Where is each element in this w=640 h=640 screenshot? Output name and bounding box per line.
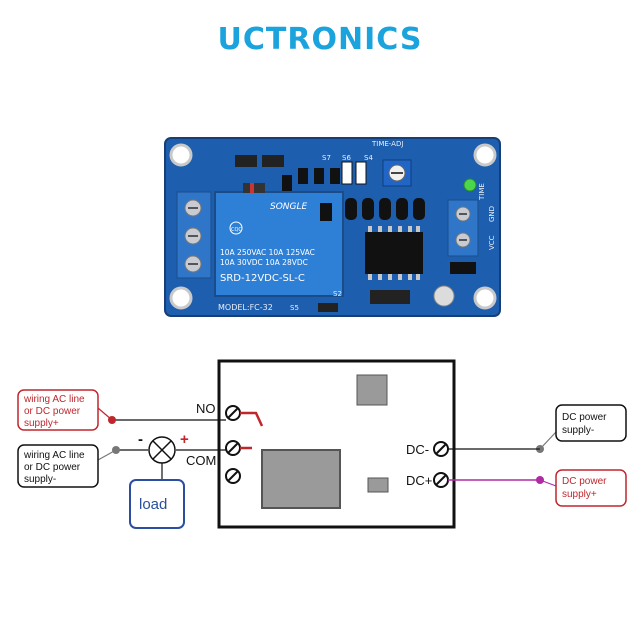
status-led bbox=[463, 178, 477, 192]
model-label: MODEL:FC-32 bbox=[218, 303, 273, 312]
jumper-block bbox=[235, 155, 257, 167]
svg-text:CQC: CQC bbox=[231, 227, 242, 233]
svg-text:S2: S2 bbox=[333, 290, 342, 298]
mount-hole bbox=[169, 143, 193, 167]
relay-brand: SONGLE bbox=[270, 202, 308, 212]
svg-text:S5: S5 bbox=[290, 304, 299, 312]
relay-rating-2: 10A 30VDC 10A 28VDC bbox=[220, 258, 308, 267]
callout-ac-minus: wiring AC line or DC power supply- bbox=[17, 444, 99, 488]
svg-text:supply+: supply+ bbox=[562, 489, 597, 500]
svg-text:supply+: supply+ bbox=[24, 418, 59, 429]
svg-text:wiring AC line: wiring AC line bbox=[23, 450, 85, 461]
terminal-com-screw bbox=[225, 440, 241, 456]
module-block-small bbox=[356, 374, 388, 406]
mount-hole bbox=[473, 143, 497, 167]
ic-chip bbox=[365, 232, 423, 274]
pot-label: TIME-ADJ bbox=[371, 140, 403, 148]
terminal-dc-plus-screw bbox=[433, 472, 449, 488]
module-block-tiny bbox=[367, 477, 389, 493]
load-minus: - bbox=[138, 431, 143, 448]
callout-dc-plus: DC power supply+ bbox=[555, 469, 627, 507]
load-label: load bbox=[139, 496, 167, 513]
jumper-block bbox=[262, 155, 284, 167]
terminal-dc-minus-label: DC- bbox=[406, 442, 429, 457]
svg-text:or DC power: or DC power bbox=[24, 406, 81, 417]
resistor bbox=[345, 198, 357, 220]
svg-text:supply-: supply- bbox=[24, 474, 56, 485]
screw-terminal-left bbox=[176, 191, 212, 279]
mount-hole bbox=[169, 286, 193, 310]
terminal-dc-minus-screw bbox=[433, 441, 449, 457]
brand-logo: UCTRONICS bbox=[217, 22, 423, 57]
terminal-dc-plus-label: DC+ bbox=[406, 473, 432, 488]
svg-text:S7: S7 bbox=[322, 154, 331, 162]
svg-text:DC power: DC power bbox=[562, 412, 607, 423]
callout-dc-minus: DC power supply- bbox=[555, 404, 627, 442]
svg-text:or DC power: or DC power bbox=[24, 462, 81, 473]
terminal-nc-screw bbox=[225, 468, 241, 484]
svg-text:wiring AC line: wiring AC line bbox=[23, 394, 85, 405]
terminal-no-screw bbox=[225, 405, 241, 421]
capacitor bbox=[433, 285, 455, 307]
relay-model: SRD-12VDC-SL-C bbox=[220, 273, 305, 284]
svg-text:S6: S6 bbox=[342, 154, 351, 162]
pin-label-vcc: VCC bbox=[488, 235, 496, 250]
module-block-relay bbox=[261, 449, 341, 509]
svg-text:S4: S4 bbox=[364, 154, 373, 162]
mount-hole bbox=[473, 286, 497, 310]
jumper-header bbox=[370, 290, 410, 304]
svg-text:DC power: DC power bbox=[562, 476, 607, 487]
callout-load: load bbox=[129, 479, 185, 529]
switch-contact bbox=[240, 411, 264, 427]
smd-component bbox=[282, 175, 292, 191]
terminal-com-label: COM bbox=[186, 453, 216, 468]
transistor bbox=[320, 203, 332, 221]
load-lamp-icon bbox=[148, 436, 176, 464]
pin-label-gnd: GND bbox=[488, 206, 496, 222]
smd-diode bbox=[450, 262, 476, 274]
screw-terminal-right bbox=[447, 199, 479, 257]
callout-ac-plus: wiring AC line or DC power supply+ bbox=[17, 389, 99, 431]
terminal-no-label: NO bbox=[196, 401, 216, 416]
svg-text:supply-: supply- bbox=[562, 425, 594, 436]
load-plus: + bbox=[180, 431, 189, 448]
led-label: TIME bbox=[478, 183, 486, 201]
relay-rating-1: 10A 250VAC 10A 125VAC bbox=[220, 248, 315, 257]
